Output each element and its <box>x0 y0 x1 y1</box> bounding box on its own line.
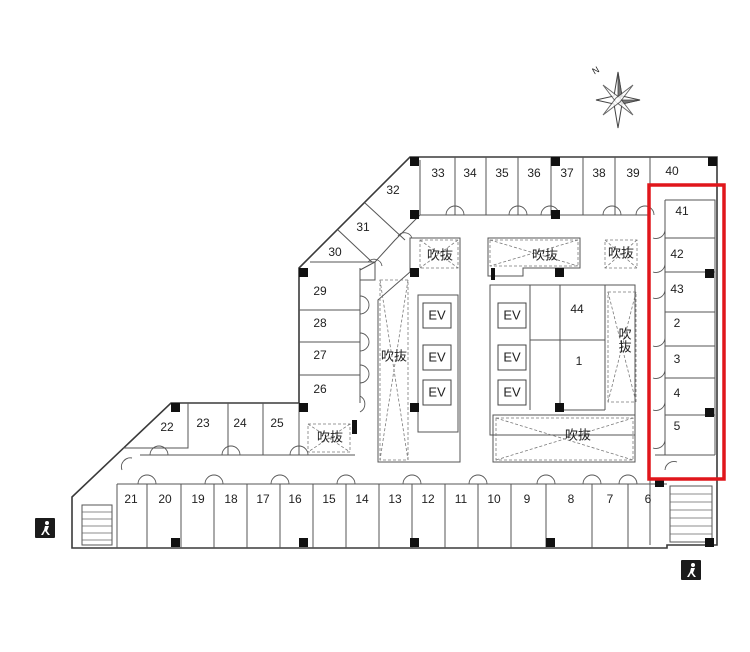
compass-rose: N <box>590 65 641 129</box>
unit-label: 11 <box>455 492 468 506</box>
void-labels: 吹抜 吹抜 吹抜 吹抜 吹抜 吹抜 吹抜 <box>317 245 634 444</box>
central-core <box>377 237 636 463</box>
unit-label: 13 <box>388 492 402 506</box>
unit-label: 35 <box>495 166 509 180</box>
emergency-exit-icon <box>35 518 55 538</box>
void-label: 吹抜 <box>565 427 591 442</box>
unit-label: 23 <box>196 416 210 430</box>
unit-label: 32 <box>386 183 400 197</box>
unit-label: 28 <box>313 316 327 330</box>
void-areas <box>307 239 638 461</box>
emergency-exit-icon <box>681 560 701 580</box>
unit-label: 24 <box>233 416 247 430</box>
elevators: EV EV EV EV EV EV <box>422 302 527 406</box>
unit-label: 1 <box>576 354 583 368</box>
east-rooms <box>652 199 716 471</box>
stairs-east <box>669 485 713 543</box>
elevator-label: EV <box>428 384 446 399</box>
southwest-rooms <box>121 403 355 471</box>
unit-label: 10 <box>487 492 501 506</box>
void-label: 吹抜 <box>532 247 558 262</box>
structural-columns <box>171 157 717 547</box>
unit-label: 27 <box>313 348 327 362</box>
unit-label: 36 <box>527 166 541 180</box>
unit-label: 21 <box>124 492 138 506</box>
unit-label: 34 <box>463 166 477 180</box>
unit-label: 37 <box>560 166 574 180</box>
unit-label: 44 <box>570 302 584 316</box>
unit-label: 22 <box>160 420 174 434</box>
elevator-label: EV <box>503 349 521 364</box>
elevator-label: EV <box>428 307 446 322</box>
elevator-label: EV <box>503 307 521 322</box>
unit-label: 16 <box>288 492 302 506</box>
northwest-rooms <box>310 202 421 281</box>
unit-label: 30 <box>328 245 342 259</box>
unit-label: 9 <box>524 492 531 506</box>
unit-label: 6 <box>645 492 652 506</box>
unit-label: 31 <box>356 220 370 234</box>
unit-label: 18 <box>224 492 238 506</box>
unit-label: 33 <box>431 166 445 180</box>
unit-label: 2 <box>674 316 681 330</box>
unit-label: 19 <box>191 492 205 506</box>
unit-label: 38 <box>592 166 606 180</box>
unit-label: 14 <box>355 492 369 506</box>
void-label: 吹抜 <box>427 247 453 262</box>
stairs-west <box>81 504 113 546</box>
unit-labels: 40 39 38 37 36 35 34 33 32 31 30 29 28 2… <box>124 164 689 506</box>
unit-label: 26 <box>313 382 327 396</box>
compass-north-label: N <box>590 65 601 77</box>
unit-label: 17 <box>256 492 270 506</box>
void-label: 吹抜 <box>381 348 407 363</box>
elevator-label: EV <box>503 384 521 399</box>
unit-label: 43 <box>670 282 684 296</box>
west-rooms <box>299 268 370 413</box>
elevator-label: EV <box>428 349 446 364</box>
unit-label: 41 <box>675 204 689 218</box>
unit-label: 5 <box>674 419 681 433</box>
unit-label: 40 <box>665 164 679 178</box>
south-row <box>81 474 713 548</box>
void-label: 吹抜 <box>317 429 343 444</box>
unit-label: 42 <box>670 247 684 261</box>
void-label: 吹抜 <box>617 327 632 353</box>
unit-label: 25 <box>270 416 284 430</box>
unit-label: 12 <box>421 492 435 506</box>
unit-label: 8 <box>568 492 575 506</box>
unit-label: 39 <box>626 166 640 180</box>
unit-label: 15 <box>322 492 336 506</box>
unit-label: 7 <box>607 492 614 506</box>
void-label: 吹抜 <box>608 245 634 260</box>
unit-label: 3 <box>674 352 681 366</box>
unit-label: 20 <box>158 492 172 506</box>
unit-label: 4 <box>674 386 681 400</box>
highlight-frame <box>647 183 726 481</box>
unit-label: 29 <box>313 284 327 298</box>
north-row <box>445 157 655 216</box>
